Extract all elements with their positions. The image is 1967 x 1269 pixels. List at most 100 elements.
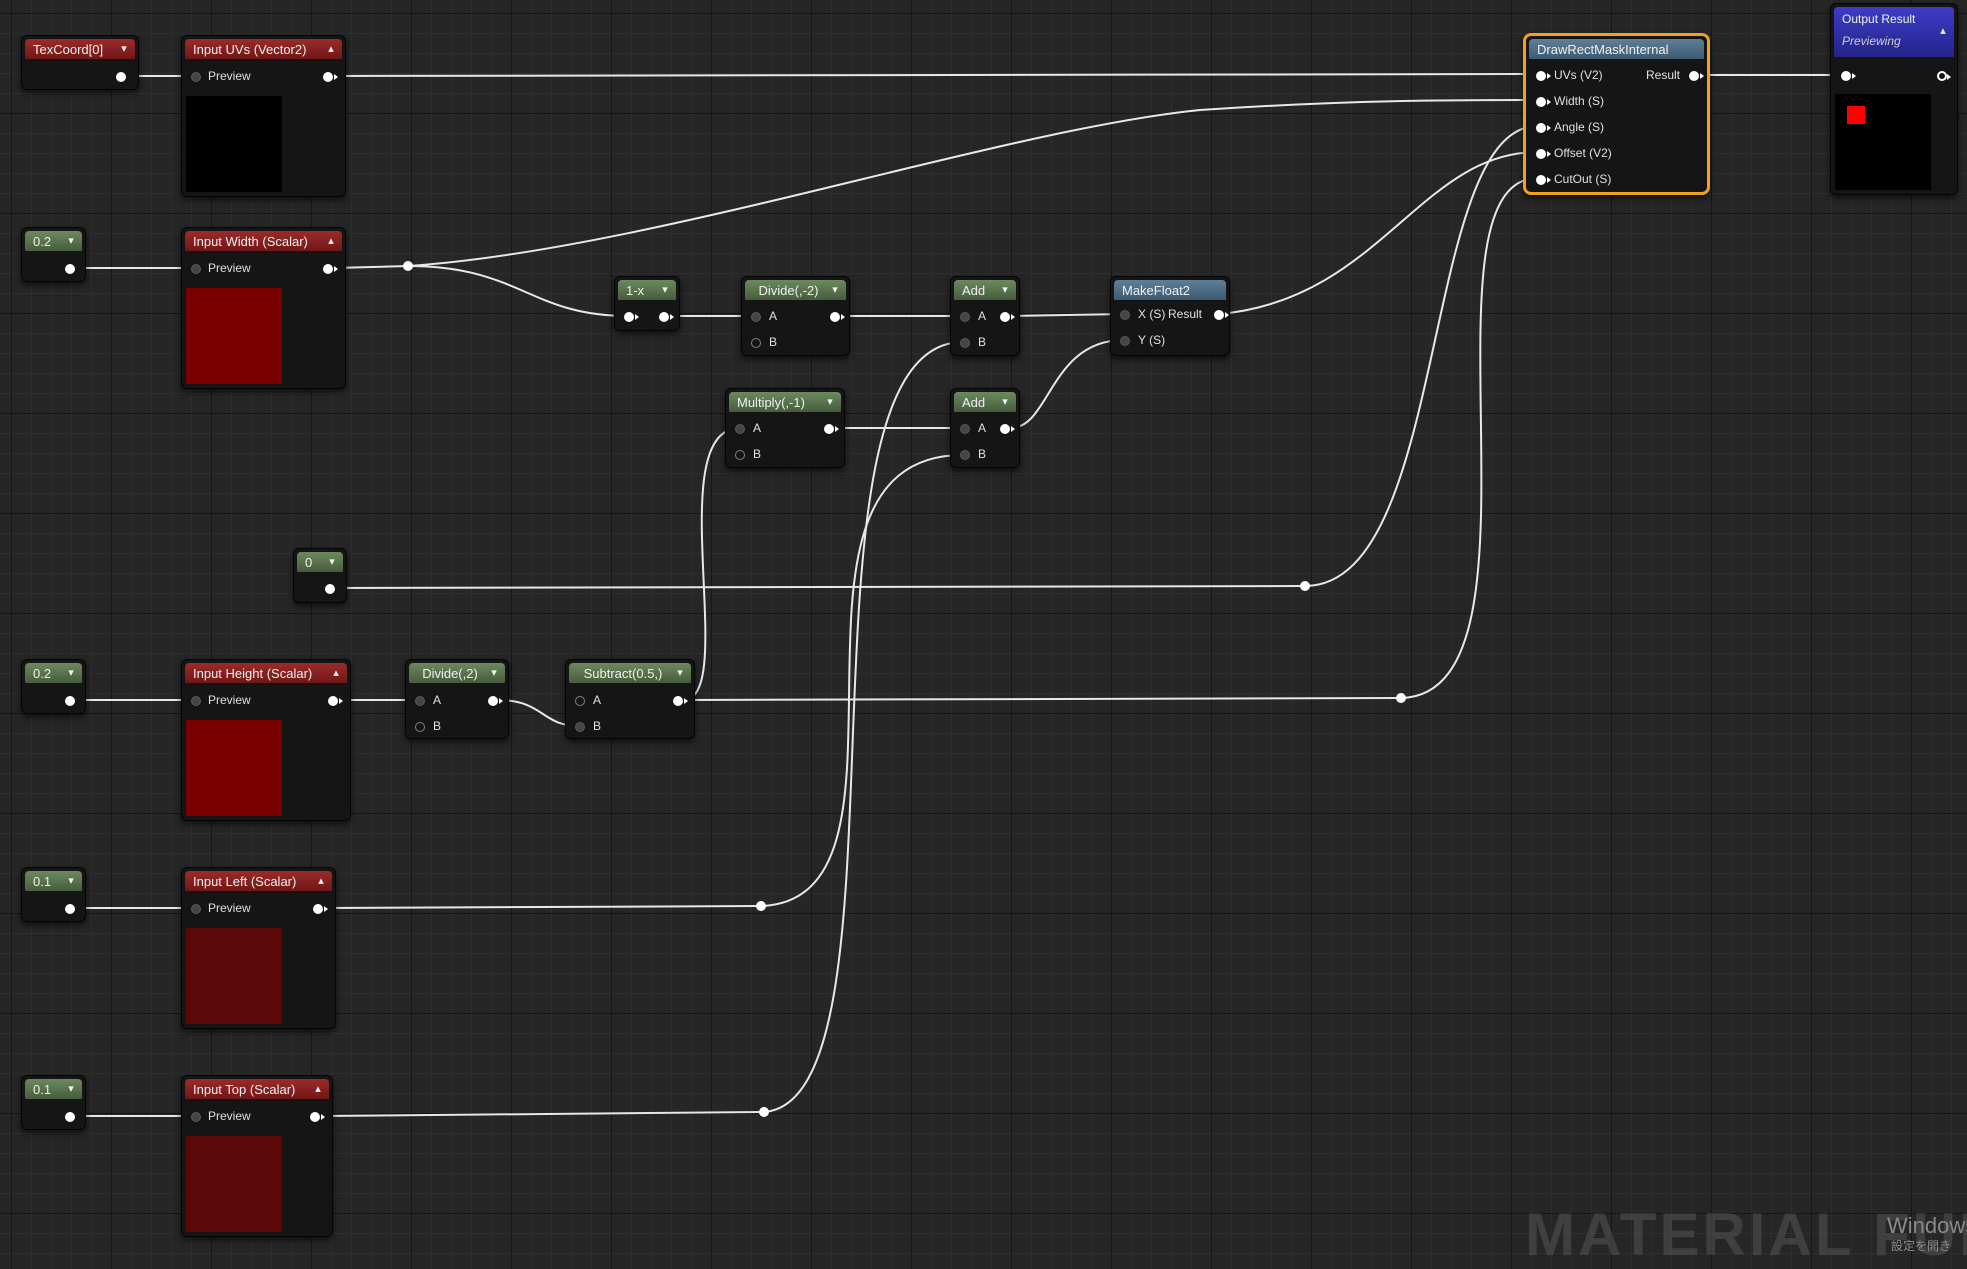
pin-b[interactable] [960, 338, 970, 348]
draw-rect-mask-node[interactable]: DrawRectMaskInternal UVs (V2) Result Wid… [1523, 33, 1710, 195]
preview-input-pin[interactable] [191, 904, 201, 914]
width-input-pin[interactable] [1536, 97, 1551, 107]
preview-input-pin[interactable] [191, 696, 201, 706]
input-width-node[interactable]: Input Width (Scalar) ▴ Preview [181, 227, 346, 389]
one-minus-output-pin[interactable] [659, 312, 674, 322]
constant-output-pin[interactable] [65, 264, 75, 274]
constant-left-node[interactable]: 0.1 ▾ [21, 867, 86, 922]
constant-output-pin[interactable] [325, 584, 335, 594]
node-header[interactable]: Divide(,-2) ▾ [745, 280, 846, 300]
node-header[interactable]: Input UVs (Vector2) ▴ [185, 39, 342, 59]
cutout-input-pin[interactable] [1536, 175, 1551, 185]
draw-rect-output-pin[interactable] [1689, 71, 1704, 81]
node-header[interactable]: Input Height (Scalar) ▴ [185, 663, 347, 683]
chevron-down-icon[interactable]: ▾ [68, 235, 74, 247]
node-header[interactable]: Input Top (Scalar) ▴ [185, 1079, 329, 1099]
pin-x[interactable] [1120, 310, 1130, 320]
input-height-node[interactable]: Input Height (Scalar) ▴ Preview [181, 659, 351, 821]
input-top-node[interactable]: Input Top (Scalar) ▴ Preview [181, 1075, 333, 1237]
pin-a[interactable] [960, 424, 970, 434]
chevron-up-icon[interactable]: ▴ [328, 235, 334, 247]
chevron-down-icon[interactable]: ▾ [329, 556, 335, 568]
constant-height-node[interactable]: 0.2 ▾ [21, 659, 86, 714]
constant-output-pin[interactable] [65, 696, 75, 706]
chevron-down-icon[interactable]: ▾ [68, 1083, 74, 1095]
make-float2-node[interactable]: MakeFloat2 X (S) Result Y (S) [1110, 276, 1230, 356]
node-header[interactable]: Subtract(0.5,) ▾ [569, 663, 691, 683]
node-header[interactable]: 0.1 ▾ [25, 871, 82, 891]
chevron-down-icon[interactable]: ▾ [491, 667, 497, 679]
input-width-output-pin[interactable] [323, 264, 338, 274]
preview-input-pin[interactable] [191, 72, 201, 82]
chevron-up-icon[interactable]: ▴ [315, 1083, 321, 1095]
node-header[interactable]: 0.1 ▾ [25, 1079, 82, 1099]
make-float2-output-pin[interactable] [1214, 310, 1229, 320]
divide-neg2-node[interactable]: Divide(,-2) ▾ A B [741, 276, 850, 356]
chevron-down-icon[interactable]: ▾ [832, 284, 838, 296]
input-height-output-pin[interactable] [328, 696, 343, 706]
add-node-2[interactable]: Add ▾ A B [950, 388, 1020, 468]
input-uvs-node[interactable]: Input UVs (Vector2) ▴ Preview [181, 35, 346, 197]
pin-b[interactable] [751, 338, 761, 348]
divide-2-output-pin[interactable] [488, 696, 503, 706]
preview-input-pin[interactable] [191, 264, 201, 274]
constant-output-pin[interactable] [65, 904, 75, 914]
chevron-down-icon[interactable]: ▾ [677, 667, 683, 679]
chevron-up-icon[interactable]: ▴ [328, 43, 334, 55]
chevron-down-icon[interactable]: ▾ [662, 284, 668, 296]
node-header[interactable]: MakeFloat2 [1114, 280, 1226, 300]
input-top-output-pin[interactable] [310, 1112, 325, 1122]
chevron-up-icon[interactable]: ▴ [333, 667, 339, 679]
constant-zero-node[interactable]: 0 ▾ [293, 548, 347, 603]
preview-input-pin[interactable] [191, 1112, 201, 1122]
constant-output-pin[interactable] [65, 1112, 75, 1122]
node-header[interactable]: Multiply(,-1) ▾ [729, 392, 841, 412]
one-minus-input-pin[interactable] [624, 312, 639, 322]
subtract-node[interactable]: Subtract(0.5,) ▾ A B [565, 659, 695, 739]
texcoord-output-pin[interactable] [116, 72, 126, 82]
pin-b[interactable] [575, 722, 585, 732]
node-header[interactable]: DrawRectMaskInternal [1529, 39, 1704, 59]
node-header[interactable]: Output Result Previewing ▴ [1834, 7, 1954, 57]
constant-width-node[interactable]: 0.2 ▾ [21, 227, 86, 282]
pin-b[interactable] [415, 722, 425, 732]
pin-a[interactable] [575, 696, 585, 706]
add-1-output-pin[interactable] [1000, 312, 1015, 322]
input-left-node[interactable]: Input Left (Scalar) ▴ Preview [181, 867, 336, 1029]
multiply-output-pin[interactable] [824, 424, 839, 434]
chevron-up-icon[interactable]: ▴ [318, 875, 324, 887]
offset-input-pin[interactable] [1536, 149, 1551, 159]
pin-a[interactable] [735, 424, 745, 434]
node-header[interactable]: Add ▾ [954, 392, 1016, 412]
uvs-input-pin[interactable] [1536, 71, 1551, 81]
chevron-down-icon[interactable]: ▾ [827, 396, 833, 408]
pin-a[interactable] [415, 696, 425, 706]
node-header[interactable]: 0.2 ▾ [25, 663, 82, 683]
add-2-output-pin[interactable] [1000, 424, 1015, 434]
chevron-down-icon[interactable]: ▾ [68, 875, 74, 887]
constant-top-node[interactable]: 0.1 ▾ [21, 1075, 86, 1130]
node-header[interactable]: Input Width (Scalar) ▴ [185, 231, 342, 251]
pin-b[interactable] [735, 450, 745, 460]
texcoord-node[interactable]: TexCoord[0] ▾ [21, 35, 139, 90]
output-input-pin[interactable] [1841, 71, 1856, 81]
node-header[interactable]: 1-x ▾ [618, 280, 676, 300]
pin-y[interactable] [1120, 336, 1130, 346]
output-result-pin[interactable] [1937, 71, 1951, 81]
chevron-down-icon[interactable]: ▾ [1002, 284, 1008, 296]
multiply-neg1-node[interactable]: Multiply(,-1) ▾ A B [725, 388, 845, 468]
pin-b[interactable] [960, 450, 970, 460]
node-header[interactable]: 0 ▾ [297, 552, 343, 572]
divide-2-node[interactable]: Divide(,2) ▾ A B [405, 659, 509, 739]
node-header[interactable]: Input Left (Scalar) ▴ [185, 871, 332, 891]
node-header[interactable]: Divide(,2) ▾ [409, 663, 505, 683]
pin-a[interactable] [751, 312, 761, 322]
node-header[interactable]: TexCoord[0] ▾ [25, 39, 135, 59]
pin-a[interactable] [960, 312, 970, 322]
output-result-node[interactable]: Output Result Previewing ▴ [1830, 3, 1958, 195]
chevron-up-icon[interactable]: ▴ [1940, 25, 1946, 37]
input-uvs-output-pin[interactable] [323, 72, 338, 82]
chevron-down-icon[interactable]: ▾ [1002, 396, 1008, 408]
add-node-1[interactable]: Add ▾ A B [950, 276, 1020, 356]
